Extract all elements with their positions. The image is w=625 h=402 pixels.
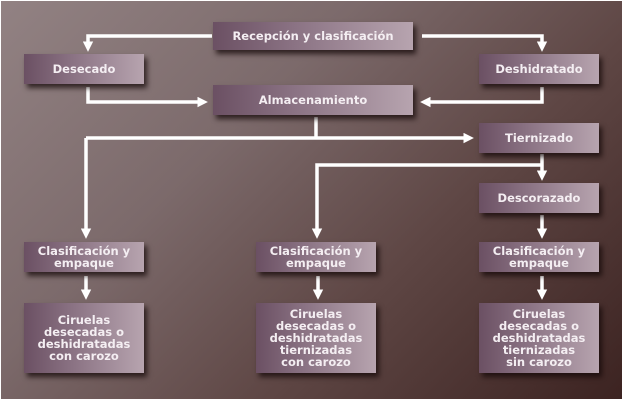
node-clasificacion-3: Clasificación y empaque <box>479 242 599 272</box>
node-clasificacion-1: Clasificación y empaque <box>24 242 144 272</box>
node-recepcion: Recepción y clasificación <box>213 22 413 50</box>
node-almacenamiento: Almacenamiento <box>213 85 413 115</box>
node-tiernizado: Tiernizado <box>479 123 599 153</box>
node-deshidratado: Deshidratado <box>479 54 599 84</box>
edge-deshidratado-almacenamiento <box>420 87 544 108</box>
node-producto-3: Ciruelas desecadas o deshidratadas tiern… <box>479 303 599 373</box>
edge-recepcion-desecado <box>82 34 212 52</box>
node-descorazado: Descorazado <box>479 183 599 213</box>
node-producto-1: Ciruelas desecadas o deshidratadas con c… <box>24 303 144 373</box>
edge-recepcion-deshidratado <box>422 34 548 52</box>
edge-desecado-almacenamiento <box>86 87 208 108</box>
node-desecado: Desecado <box>24 54 144 84</box>
edge-tiernizado-clasif-2 <box>311 163 542 239</box>
node-producto-2: Ciruelas desecadas o deshidratadas tiern… <box>256 303 376 373</box>
node-clasificacion-2: Clasificación y empaque <box>256 242 376 272</box>
